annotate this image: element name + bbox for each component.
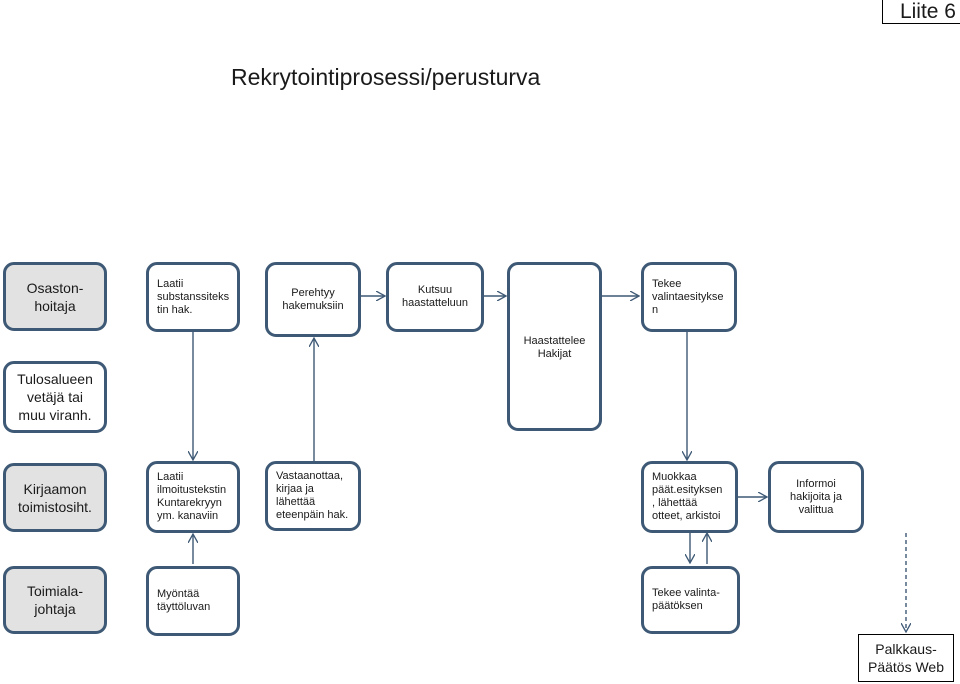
step-line: Haastattelee xyxy=(523,335,586,347)
step-line: kirjaa ja xyxy=(276,483,314,495)
step-myontaa: Myöntää täyttöluvan xyxy=(146,566,240,636)
step-line: eteenpäin hak. xyxy=(276,509,349,521)
step-line: hakijoita ja xyxy=(790,490,842,503)
step-line: päätöksen xyxy=(652,600,703,612)
role-line: muu viranh. xyxy=(18,407,92,423)
step-line: , lähettää xyxy=(652,497,698,509)
palkkaus-line: Palkkaus- xyxy=(875,641,937,657)
role-line: Toimiala- xyxy=(26,583,83,599)
step-vastaanottaa: Vastaanottaa, kirjaa ja lähettää eteenpä… xyxy=(265,461,361,531)
role-line: Kirjaamon xyxy=(23,480,87,497)
role-line: Osaston- xyxy=(26,279,84,296)
role-line: vetäjä tai xyxy=(26,389,84,405)
role-line: hoitaja xyxy=(34,297,76,314)
step-tekee-paatos: Tekee valinta- päätöksen xyxy=(641,566,740,634)
step-line: valintaesitykse xyxy=(652,290,724,303)
step-line: Kutsuu xyxy=(417,284,453,296)
step-line: ilmoitustekstin xyxy=(157,484,227,496)
step-line: Laatii xyxy=(157,277,184,290)
step-line: Myöntää xyxy=(157,588,200,600)
step-line: täyttöluvan xyxy=(157,601,211,613)
step-line: Tekee xyxy=(652,277,682,290)
step-line: Laatii xyxy=(157,471,184,483)
step-line: lähettää xyxy=(276,496,316,508)
step-perehtyy: Perehtyy hakemuksiin xyxy=(265,262,361,337)
appendix-label: Liite 6 xyxy=(882,0,960,24)
step-informoi: Informoi hakijoita ja valittua xyxy=(768,461,864,533)
step-line: valittua xyxy=(798,503,834,516)
step-line: Kuntarekryyn xyxy=(157,497,222,509)
step-laatii-substanssi: Laatii substanssiteks tin hak. xyxy=(146,262,240,332)
step-line: haastatteluun xyxy=(401,297,469,309)
step-line: päät.esityksen xyxy=(652,484,723,496)
step-line: Hakijat xyxy=(537,348,572,360)
step-muokkaa: Muokkaa päät.esityksen , lähettää otteet… xyxy=(641,461,738,533)
role-line: toimistosiht. xyxy=(18,498,92,515)
step-line: Muokkaa xyxy=(652,471,697,483)
step-line: tin hak. xyxy=(157,303,193,316)
role-line: johtaja xyxy=(34,601,76,617)
palkkaus-line: Päätös Web xyxy=(867,659,944,675)
role-osastonhoitaja: Osaston- hoitaja xyxy=(3,262,107,331)
palkkaus-paatos-web: Palkkaus- Päätös Web xyxy=(858,634,954,682)
step-tekee-esitys: Tekee valintaesitykse n xyxy=(641,262,737,332)
step-line: substanssiteks xyxy=(157,290,230,303)
step-line: hakemuksiin xyxy=(282,299,344,312)
step-line: Perehtyy xyxy=(291,286,335,299)
step-haastattelee: Haastattelee Hakijat xyxy=(507,262,602,431)
role-line: Tulosalueen xyxy=(17,371,93,387)
step-line: n xyxy=(652,303,659,316)
role-tulosalue: Tulosalueen vetäjä tai muu viranh. xyxy=(3,361,107,433)
step-line: Informoi xyxy=(796,477,836,490)
step-line: otteet, arkistoi xyxy=(652,510,721,522)
role-kirjaamo: Kirjaamon toimistosiht. xyxy=(3,463,107,532)
page-title: Rekrytointiprosessi/perusturva xyxy=(231,64,541,90)
step-line: Tekee valinta- xyxy=(652,587,720,599)
step-line: Vastaanottaa, xyxy=(276,470,344,482)
step-laatii-ilmoitus: Laatii ilmoitustekstin Kuntarekryyn ym. … xyxy=(146,461,240,533)
step-line: ym. kanaviin xyxy=(157,510,219,522)
role-toimiala: Toimiala- johtaja xyxy=(3,566,107,634)
step-kutsuu: Kutsuu haastatteluun xyxy=(386,262,484,332)
